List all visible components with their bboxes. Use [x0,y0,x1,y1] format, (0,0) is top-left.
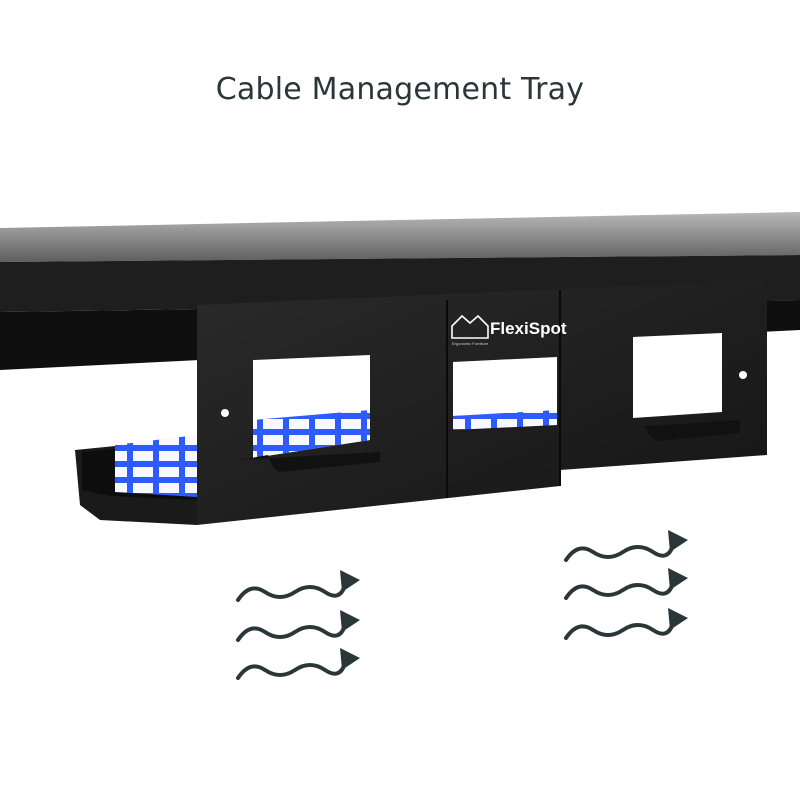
airflow-wave-arrow-icon [564,621,675,640]
house-logo-icon [451,314,489,339]
arrow-heads [340,530,688,670]
logo-tagline: Ergonomic Furniture [452,341,489,346]
cable-tray: FlexiSpot Ergonomic Furniture [75,280,767,525]
airflow-wave-arrow-icon [564,543,675,562]
cables [115,435,197,497]
flexispot-logo: FlexiSpot Ergonomic Furniture [451,314,567,346]
airflow-wave-arrow-icon [564,581,675,600]
airflow-wave-arrow-icon [236,661,347,680]
airflow-wave-arrow-icon [236,623,347,642]
airflow-arrows [236,543,675,680]
logo-brand: FlexiSpot [490,319,567,338]
page-title: Cable Management Tray [215,72,585,107]
airflow-wave-arrow-icon [236,583,347,602]
